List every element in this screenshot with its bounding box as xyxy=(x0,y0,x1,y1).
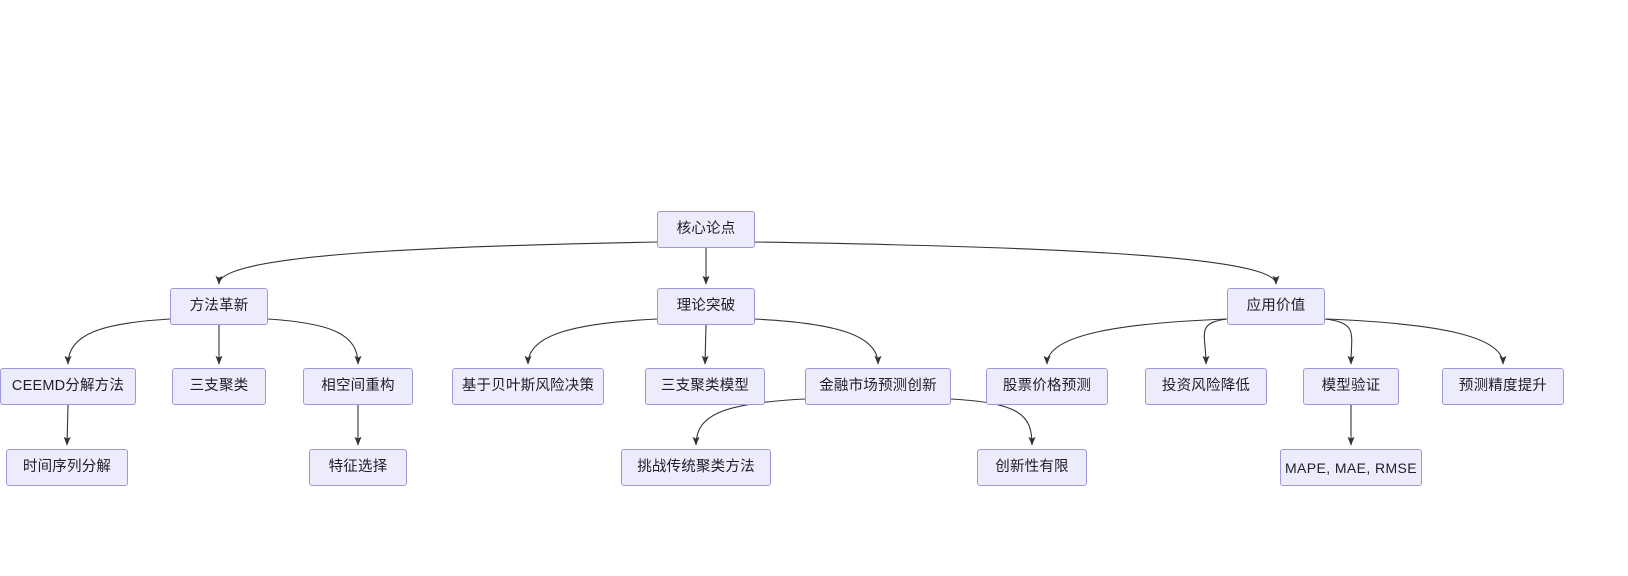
flow-edge-root-to-m3 xyxy=(754,241,1280,285)
flow-node-c5[interactable]: 三支聚类模型 xyxy=(645,368,765,405)
flow-node-m2[interactable]: 理论突破 xyxy=(657,288,755,325)
flow-node-label: 投资风险降低 xyxy=(1161,378,1251,395)
flow-node-label: 核心论点 xyxy=(676,221,736,238)
flow-node-c10[interactable]: 预测精度提升 xyxy=(1442,368,1564,405)
flow-node-d4[interactable]: 创新性有限 xyxy=(977,449,1087,486)
flow-node-label: 挑战传统聚类方法 xyxy=(637,459,755,476)
flow-edge-c6-to-d3 xyxy=(692,398,806,446)
flow-node-c7[interactable]: 股票价格预测 xyxy=(986,368,1108,405)
flow-edge-c1-to-d1 xyxy=(63,404,71,446)
flow-node-label: 相空间重构 xyxy=(321,378,395,395)
flow-node-label: 模型验证 xyxy=(1321,378,1381,395)
flow-node-c9[interactable]: 模型验证 xyxy=(1303,368,1399,405)
flow-node-label: 创新性有限 xyxy=(995,459,1069,476)
flow-node-c3[interactable]: 相空间重构 xyxy=(303,368,413,405)
flow-edge-m2-to-c4 xyxy=(524,318,658,365)
flow-node-c6[interactable]: 金融市场预测创新 xyxy=(805,368,951,405)
flow-node-label: CEEMD分解方法 xyxy=(11,378,125,395)
flow-edge-m1-to-c3 xyxy=(267,318,362,365)
flow-node-c1[interactable]: CEEMD分解方法 xyxy=(0,368,136,405)
flow-node-label: 股票价格预测 xyxy=(1002,378,1092,395)
flow-node-c2[interactable]: 三支聚类 xyxy=(172,368,266,405)
flow-edge-root-to-m1 xyxy=(215,241,658,285)
flow-node-label: 金融市场预测创新 xyxy=(819,378,937,395)
flow-edge-m3-to-c8 xyxy=(1202,318,1228,365)
flow-node-label: 特征选择 xyxy=(328,459,388,476)
edge-paths xyxy=(63,241,1507,446)
flow-node-d5[interactable]: MAPE, MAE, RMSE xyxy=(1280,449,1422,486)
flow-node-label: 三支聚类 xyxy=(189,378,249,395)
flow-node-c4[interactable]: 基于贝叶斯风险决策 xyxy=(452,368,604,405)
flow-node-label: MAPE, MAE, RMSE xyxy=(1284,459,1418,476)
flow-node-d3[interactable]: 挑战传统聚类方法 xyxy=(621,449,771,486)
flow-node-m1[interactable]: 方法革新 xyxy=(170,288,268,325)
flow-edge-m3-to-c9 xyxy=(1324,318,1355,365)
flow-node-m3[interactable]: 应用价值 xyxy=(1227,288,1325,325)
flow-node-label: 理论突破 xyxy=(676,298,736,315)
flow-node-label: 时间序列分解 xyxy=(22,459,112,476)
flow-edge-m2-to-c5 xyxy=(701,324,709,365)
flow-node-c8[interactable]: 投资风险降低 xyxy=(1145,368,1267,405)
flow-node-label: 预测精度提升 xyxy=(1458,378,1548,395)
flow-edge-m2-to-c6 xyxy=(754,318,882,365)
flow-node-root[interactable]: 核心论点 xyxy=(657,211,755,248)
flow-edge-m3-to-c10 xyxy=(1324,318,1507,365)
flow-edge-m3-to-c7 xyxy=(1043,318,1228,365)
flow-node-label: 三支聚类模型 xyxy=(660,378,750,395)
flow-edge-c6-to-d4 xyxy=(950,398,1036,446)
flow-edge-m1-to-c1 xyxy=(64,318,171,365)
flow-node-label: 应用价值 xyxy=(1246,298,1306,315)
flow-node-d1[interactable]: 时间序列分解 xyxy=(6,449,128,486)
flow-node-d2[interactable]: 特征选择 xyxy=(309,449,407,486)
flow-node-label: 基于贝叶斯风险决策 xyxy=(461,378,595,395)
flow-node-label: 方法革新 xyxy=(189,298,249,315)
